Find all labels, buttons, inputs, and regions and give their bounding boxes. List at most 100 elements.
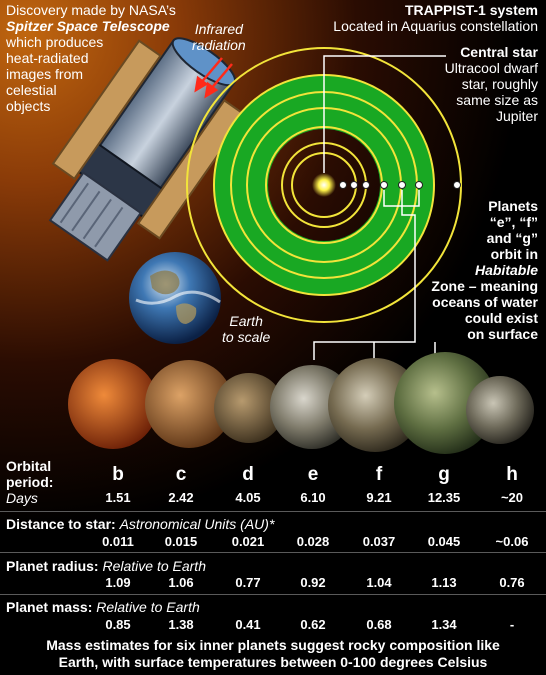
mass-row: Planet mass: Relative to Earth 0.85 1.38… [0,596,546,634]
mass-label: Planet mass: Relative to Earth [6,599,200,615]
habitable-line: on surface [467,326,538,342]
mass-value: 1.34 [431,617,457,632]
period-value: 4.05 [235,490,261,505]
period-value: 12.35 [427,490,461,505]
central-star-leader [323,55,446,173]
radius-label: Planet radius: Relative to Earth [6,558,206,574]
planet-image-f [328,358,422,452]
habitable-line: Habitable [474,262,538,278]
habitable-zone-text: Planets “e”, “f” and “g” orbit in Habita… [431,198,538,342]
spitzer-telescope-illustration [48,37,247,262]
discovery-text: Discovery made by NASA’s Spitzer Space T… [6,2,176,114]
habitable-line: oceans of water [432,294,538,310]
central-star-line: Ultracool dwarf [444,60,538,76]
habitable-line: “e”, “f” [489,214,538,230]
planet-letter: h [506,464,518,485]
mass-value: 0.68 [366,617,392,632]
row-divider [0,594,546,595]
leader-lines [313,55,446,360]
mass-value: 1.38 [168,617,194,632]
planet-letter: g [438,464,450,485]
earth-label-line: to scale [222,329,271,345]
infrared-arrows [194,57,233,99]
orbital-period-label: Orbital period: Days [6,458,53,506]
central-star-title: Central star [460,44,538,60]
distance-unit: Astronomical Units (AU)* [119,516,275,532]
planet-dot-c [350,181,358,189]
planet-image-c [145,360,233,448]
radius-value: 0.77 [235,575,261,590]
radius-unit: Relative to Earth [102,558,206,574]
radius-value: 1.09 [105,575,131,590]
planet-dot-d [362,181,370,189]
distance-label-text: Distance to star: [6,516,116,532]
mass-unit: Relative to Earth [96,599,200,615]
earth-illustration [129,252,221,344]
period-value: ~20 [500,490,524,505]
habitable-line: and “g” [486,230,538,246]
planet-letter: e [307,464,319,485]
planet-data-table: Orbital period: Days b c d e f g h 1.51 … [0,452,546,675]
distance-label: Distance to star: Astronomical Units (AU… [6,516,274,532]
planet-letter: d [242,464,254,485]
planet-dot-g [415,181,423,189]
discovery-line: heat-radiated [6,50,89,66]
period-value: 6.10 [300,490,326,505]
footer-line: Earth, with surface temperatures between… [58,654,488,670]
earth-label: Earth to scale [222,313,270,345]
radius-value: 1.04 [366,575,392,590]
radius-value: 0.92 [300,575,326,590]
distance-value: 0.045 [427,534,461,549]
habitable-line: could exist [464,310,538,326]
planet-dot-b [339,181,347,189]
row-divider [0,511,546,512]
mass-value: 0.41 [235,617,261,632]
planet-letter: c [175,464,187,485]
radius-value: 0.76 [499,575,525,590]
discovery-line: objects [6,98,51,114]
mass-value: - [509,617,515,632]
distance-row: Distance to star: Astronomical Units (AU… [0,513,546,551]
orbital-label-line: period: [6,474,54,490]
discovery-line: Discovery made by NASA’s [6,2,176,18]
footer-note: Mass estimates for six inner planets sug… [0,637,546,671]
distance-value: ~0.06 [495,534,529,549]
infrared-line: Infrared [194,21,243,37]
planet-image-g [394,352,496,454]
orbital-label-line: Orbital [6,458,52,474]
system-title: TRAPPIST-1 system [404,2,538,18]
central-star-text: Central star Ultracool dwarf star, rough… [445,44,538,124]
period-value: 9.21 [366,490,392,505]
telescope-name: Spitzer Space Telescope [6,18,170,34]
habitable-leader [313,206,416,360]
discovery-line: images from [6,66,84,82]
distance-value: 0.011 [102,534,134,549]
planet-image-b [68,359,158,449]
central-star-line: same size as [456,92,538,108]
system-subtitle: Located in Aquarius constellation [333,18,538,34]
radius-value: 1.13 [431,575,457,590]
planet-image-h [466,376,534,444]
distance-value: 0.037 [362,534,396,549]
infrared-line: radiation [192,37,246,53]
orbital-period-row: Orbital period: Days b c d e f g h 1.51 … [0,452,546,508]
earth-label-line: Earth [229,313,263,329]
distance-value: 0.028 [296,534,330,549]
planet-image-d [214,373,284,443]
infrared-label: Infrared radiation [192,21,246,53]
planets-row [68,352,534,454]
planet-letter: b [112,464,124,485]
distance-value: 0.015 [164,534,198,549]
discovery-line: celestial [6,82,57,98]
radius-row: Planet radius: Relative to Earth 1.09 1.… [0,554,546,592]
orbital-unit: Days [6,490,38,506]
row-divider [0,552,546,553]
discovery-line: which produces [6,34,104,50]
mass-label-text: Planet mass: [6,599,93,615]
radius-value: 1.06 [168,575,194,590]
central-star-line: star, roughly [461,76,538,92]
distance-value: 0.021 [231,534,265,549]
central-star-dot [312,173,336,197]
